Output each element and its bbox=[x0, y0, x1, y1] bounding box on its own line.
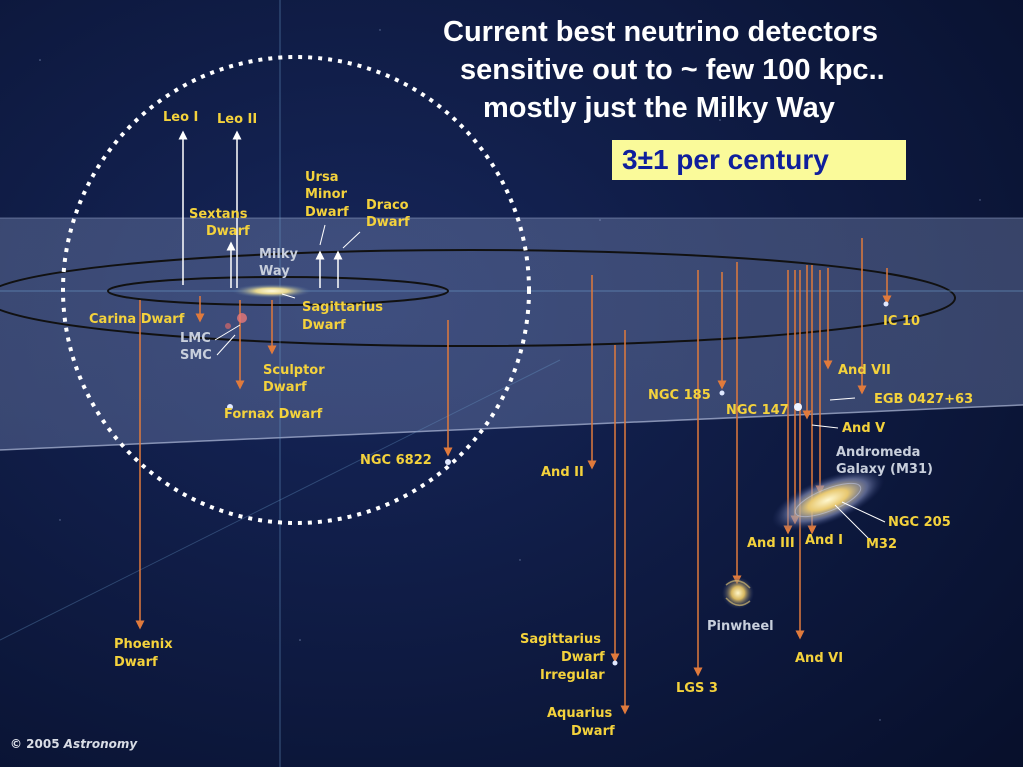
label-m32: M32 bbox=[866, 537, 897, 552]
label-draco-1: Draco bbox=[366, 198, 409, 213]
label-sextans-1: Sextans bbox=[189, 207, 248, 222]
pinwheel-galaxy bbox=[722, 577, 754, 609]
label-and-ii: And II bbox=[541, 465, 584, 480]
label-egb: EGB 0427+63 bbox=[874, 392, 973, 407]
milky-way-range-circle bbox=[61, 55, 531, 525]
label-and-i: And I bbox=[805, 533, 843, 548]
label-smc: SMC bbox=[180, 348, 212, 363]
copyright-credit: © 2005 Astronomy bbox=[10, 737, 137, 751]
pointer-lines bbox=[214, 293, 886, 541]
outer-orbit-ring bbox=[0, 249, 956, 347]
title-line-3: mostly just the Milky Way bbox=[483, 92, 835, 124]
label-sculptor-2: Dwarf bbox=[263, 380, 307, 395]
label-leo-i: Leo I bbox=[163, 110, 198, 125]
label-carina: Carina Dwarf bbox=[89, 312, 185, 327]
galactic-plane bbox=[0, 218, 1023, 450]
label-lmc: LMC bbox=[180, 331, 211, 346]
label-andromeda-2: Galaxy (M31) bbox=[836, 462, 933, 477]
background-stars bbox=[39, 29, 981, 721]
label-ursa-2: Minor bbox=[305, 187, 348, 202]
rate-badge: 3±1 per century bbox=[612, 140, 906, 180]
label-sag-irr-1: Sagittarius bbox=[520, 632, 601, 647]
label-leo-ii: Leo II bbox=[217, 112, 257, 127]
label-aquarius-2: Dwarf bbox=[571, 724, 615, 739]
title-line-2: sensitive out to ~ few 100 kpc.. bbox=[460, 54, 885, 86]
label-pinwheel: Pinwheel bbox=[707, 619, 774, 634]
milky-way-ring bbox=[107, 276, 449, 306]
title-line-1: Current best neutrino detectors bbox=[443, 16, 879, 48]
label-fornax: Fornax Dwarf bbox=[224, 407, 323, 422]
label-ursa-1: Ursa bbox=[305, 170, 338, 185]
andromeda-galaxy bbox=[771, 469, 885, 531]
label-ngc6822: NGC 6822 bbox=[360, 453, 432, 468]
milky-way-galaxy bbox=[232, 284, 312, 298]
label-sextans-2: Dwarf bbox=[206, 224, 250, 239]
label-ngc147: NGC 147 bbox=[726, 403, 789, 418]
label-sculptor-1: Sculptor bbox=[263, 363, 325, 378]
label-sag-irr-2: Dwarf bbox=[561, 650, 605, 665]
above-plane-arrows bbox=[178, 130, 343, 288]
diagonal-axis-line bbox=[0, 359, 561, 641]
satellite-dots bbox=[225, 301, 889, 666]
copyright-publisher: Astronomy bbox=[63, 737, 138, 751]
label-phoenix-2: Dwarf bbox=[114, 655, 158, 670]
label-and-vii: And VII bbox=[838, 363, 891, 378]
label-sag-irr-3: Irregular bbox=[540, 668, 605, 683]
label-lgs3: LGS 3 bbox=[676, 681, 718, 696]
label-sagittarius-2: Dwarf bbox=[302, 318, 346, 333]
label-ngc205: NGC 205 bbox=[888, 515, 951, 530]
label-ic10: IC 10 bbox=[883, 314, 920, 329]
label-aquarius-1: Aquarius bbox=[547, 706, 613, 721]
label-draco-2: Dwarf bbox=[366, 215, 410, 230]
label-and-v: And V bbox=[842, 421, 885, 436]
label-milky-1: Milky bbox=[259, 247, 298, 262]
label-andromeda-1: Andromeda bbox=[836, 445, 920, 460]
label-ursa-3: Dwarf bbox=[305, 205, 349, 220]
label-sagittarius-1: Sagittarius bbox=[302, 300, 383, 315]
copyright-symbol: © 2005 bbox=[10, 737, 60, 751]
object-labels: Leo I Leo II Sextans Dwarf Ursa Minor Dw… bbox=[89, 110, 973, 739]
label-ngc185: NGC 185 bbox=[648, 388, 711, 403]
label-phoenix-1: Phoenix bbox=[114, 637, 173, 652]
label-milky-2: Way bbox=[259, 264, 290, 279]
label-and-iii: And III bbox=[747, 536, 795, 551]
label-and-vi: And VI bbox=[795, 651, 843, 666]
